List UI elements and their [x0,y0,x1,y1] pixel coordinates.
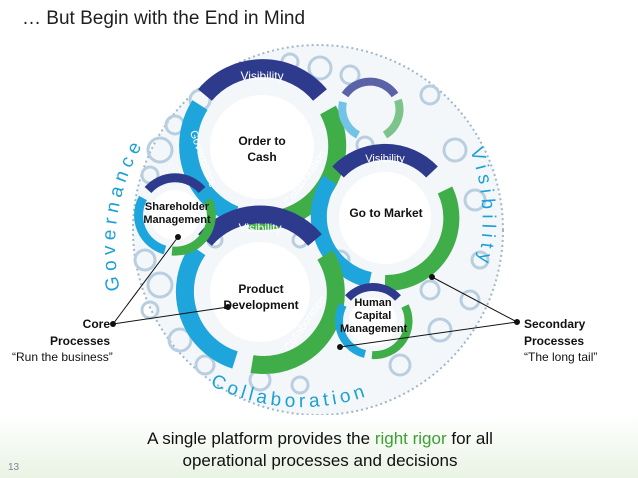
caption-line-1: A single platform provides the right rig… [147,429,493,448]
caption: A single platform provides the right rig… [100,428,540,472]
shareholder-cycle [134,173,216,256]
secondary-dot [514,319,520,325]
visibility-arrow-label: Visibility [365,153,405,165]
go-to-market-cycle [310,143,460,292]
secondary-quote: “The long tail” [524,350,598,364]
visibility-arrow-label: Visibility [240,69,283,83]
core-end-dot [225,304,231,310]
caption-line-2: operational processes and decisions [182,451,458,470]
visibility-arrow-label: Visibility [238,221,281,235]
core-end-dot [175,234,181,240]
product-development-cycle [175,205,345,374]
hcm-cycle [335,283,413,360]
shareholder-label: Shareholder Management [143,201,211,226]
core-dot [110,321,116,327]
hcm-label: Human Capital Management [340,297,408,335]
core-processes-label: Core Processes [49,317,110,348]
secondary-processes-label: Secondary Processes [524,317,586,348]
slide-title: … But Begin with the End in Mind [22,8,306,29]
secondary-end-dot [429,274,435,280]
page-number: 13 [8,462,20,473]
order-to-cash-label: Order to Cash [238,134,286,164]
core-connectors [112,236,229,325]
secondary-connectors [339,276,518,348]
extra-cycle [338,77,404,139]
footer-band [0,415,638,478]
caption-highlight: right rigor [374,429,447,448]
secondary-end-dot [337,344,343,350]
product-development-label: Product Development [223,282,299,312]
go-to-market-label: Go to Market [349,206,423,220]
core-quote: “Run the business” [12,350,113,364]
